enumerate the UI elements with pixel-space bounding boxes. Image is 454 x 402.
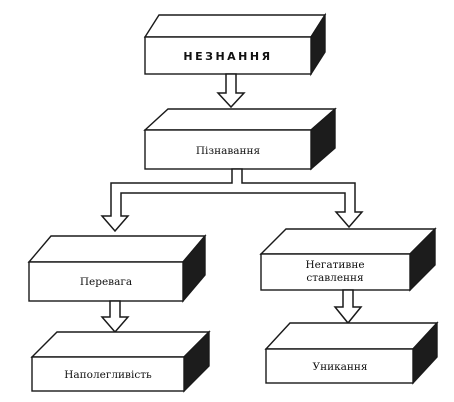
- arrow-ignorance-to-cognition: [216, 73, 246, 109]
- box-advantage-label: Перевага: [80, 276, 132, 288]
- box-advantage: Перевага: [27, 234, 207, 303]
- box-avoidance: Уникання: [264, 321, 439, 385]
- arrow-advantage-to-persistence: [100, 300, 130, 334]
- arrow-negative-to-avoidance: [333, 289, 363, 325]
- box-persistence-label: Наполегливість: [64, 369, 152, 381]
- box-persistence: Наполегливість: [30, 330, 211, 393]
- box-avoidance-label: Уникання: [312, 361, 367, 373]
- box-cognition-label: Пізнавання: [196, 145, 261, 157]
- box-ignorance: НЕЗНАННЯ: [143, 12, 327, 77]
- box-ignorance-label: НЕЗНАННЯ: [183, 50, 272, 63]
- box-negative-attitude: Негативне ставлення: [259, 227, 437, 292]
- box-negative-attitude-label-line1: Негативне: [305, 259, 364, 271]
- arrow-cognition-branch: [100, 168, 364, 233]
- box-cognition: Пізнавання: [143, 107, 337, 171]
- box-negative-attitude-label-line2: ставлення: [306, 272, 364, 284]
